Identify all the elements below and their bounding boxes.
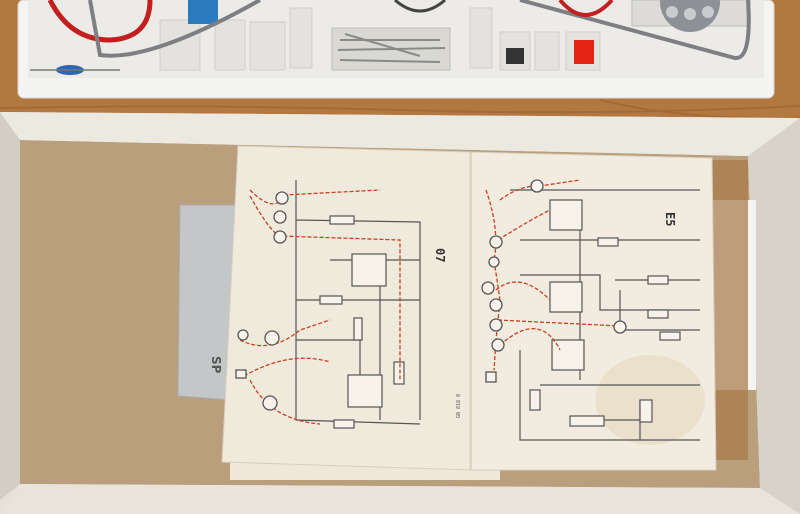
left-terminals: [235, 191, 289, 411]
black-component: [506, 48, 524, 64]
tray-compartment: [249, 21, 286, 71]
red-wire-coil: [47, 0, 153, 43]
parts-tray: [17, 0, 775, 99]
tray-compartment: [469, 7, 493, 69]
footer-code: GN 818 0: [456, 394, 462, 418]
tray-compartment: [214, 19, 246, 71]
blue-component: [188, 0, 218, 24]
red-connector: [574, 40, 594, 64]
metal-rod: [88, 0, 261, 58]
right-terminals: [481, 179, 627, 383]
sheet-label-left: 07: [433, 248, 447, 262]
instruction-sheets: 07 E5 GN: [221, 145, 717, 471]
metal-rod: [519, 0, 751, 60]
tray-compartment: [289, 7, 313, 69]
red-wire-coil: [558, 0, 614, 17]
gray-card-label: SP: [209, 356, 223, 374]
right-circuit: [510, 189, 700, 441]
springs: [337, 33, 446, 63]
tray-compartment: [534, 31, 560, 71]
sheet-label-right: E5: [663, 212, 677, 226]
